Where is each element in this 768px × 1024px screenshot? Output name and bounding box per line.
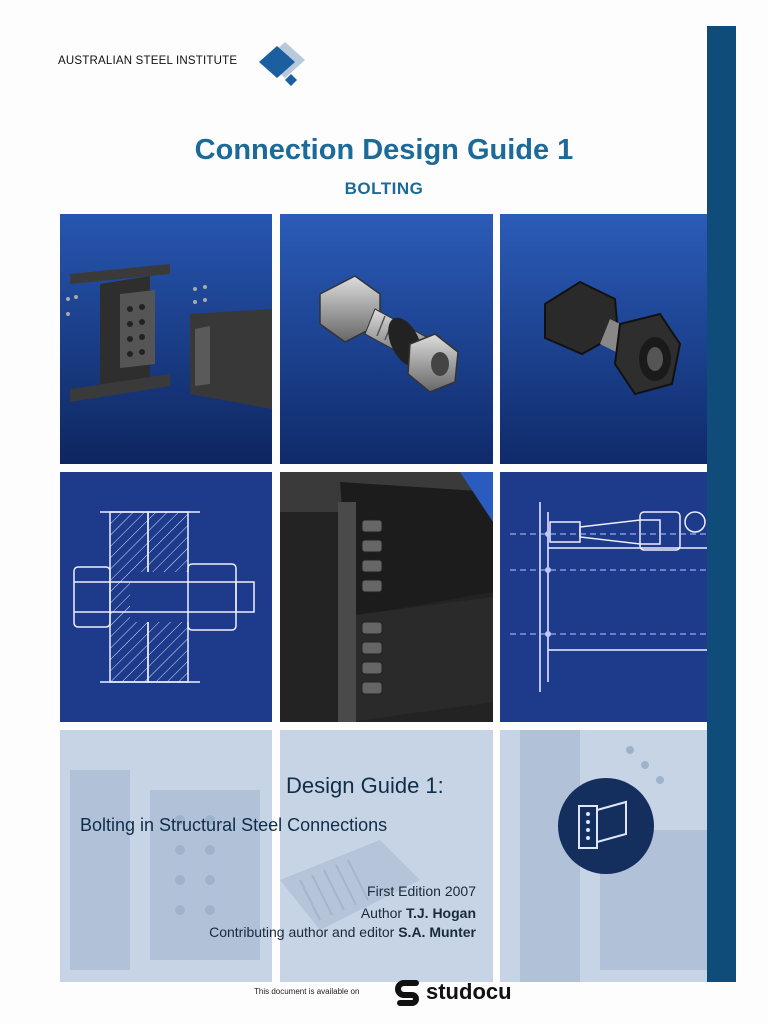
contributor-name: S.A. Munter	[398, 924, 476, 940]
image-bolt-diagram	[60, 472, 272, 722]
footer-banner[interactable]: This document is available on studocu	[254, 977, 524, 1011]
image-bolt-dark	[500, 214, 707, 464]
image-flange-connection	[280, 472, 493, 722]
image-beam-connection	[60, 214, 272, 464]
asi-diamond-logo-icon	[259, 42, 305, 86]
contributor-line: Contributing author and editor S.A. Munt…	[209, 924, 476, 940]
edition-text: First Edition 2007	[367, 883, 476, 899]
publisher-name: AUSTRALIAN STEEL INSTITUTE	[58, 55, 238, 67]
image-connection-diagram	[500, 472, 707, 722]
author-line: Author T.J. Hogan	[361, 905, 476, 921]
studocu-brand[interactable]: studocu	[426, 979, 512, 1004]
cover-subtitle: BOLTING	[344, 179, 424, 198]
design-guide-subtitle: Bolting in Structural Steel Connections	[80, 815, 388, 835]
studocu-logo-icon	[395, 980, 419, 1006]
author-name: T.J. Hogan	[405, 905, 476, 921]
lower-cover-image	[60, 730, 707, 982]
author-label: Author	[360, 905, 403, 921]
right-sidebar-band	[707, 26, 736, 982]
image-bolt-nut	[280, 214, 493, 464]
footer-text: This document is available on	[254, 987, 360, 996]
contributor-label: Contributing author and editor	[209, 924, 395, 940]
design-guide-title: Design Guide 1:	[286, 773, 444, 798]
cover-title: Connection Design Guide 1	[194, 134, 574, 166]
connection-badge-icon	[558, 778, 654, 874]
